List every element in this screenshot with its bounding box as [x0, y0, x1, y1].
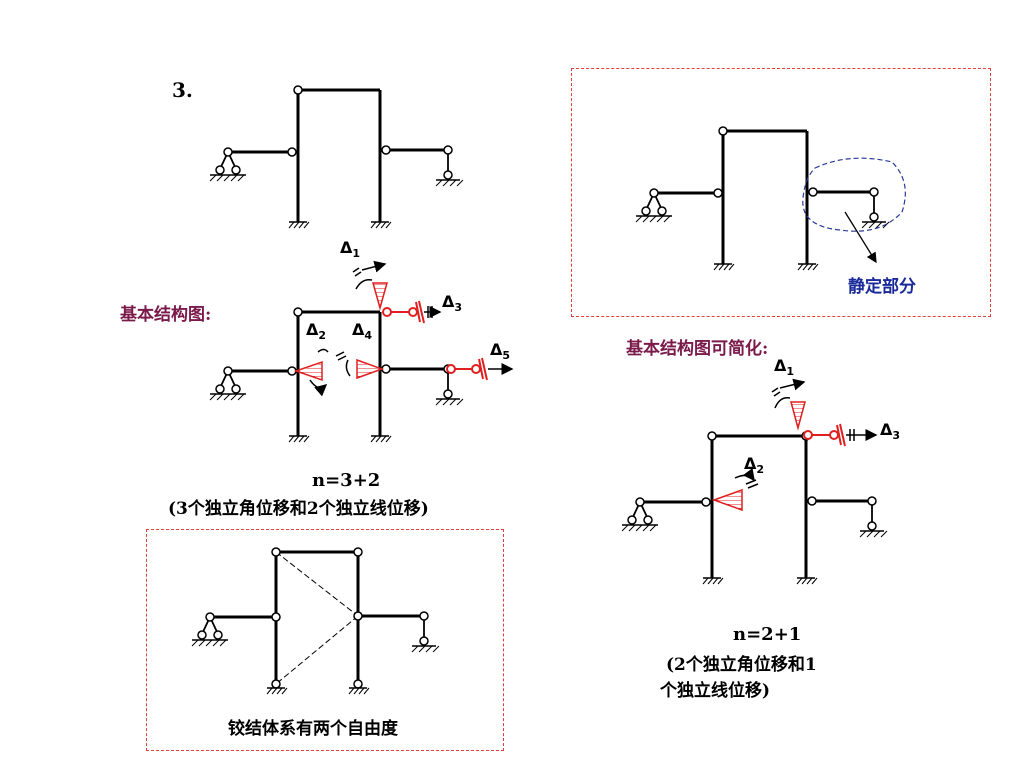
right-top-frame [656, 129, 874, 264]
hinged-frame [210, 550, 424, 684]
simplified-link-restraint-3 [803, 423, 846, 447]
link-restraint-5 [446, 357, 488, 381]
simplified-restraint-2 [711, 488, 743, 512]
hinged-diagonals [275, 551, 359, 685]
problem-number: 3. [172, 78, 193, 102]
delta-3-label: Δ3 [442, 292, 463, 315]
n-right-note-2: 个独立线位移) [660, 681, 771, 701]
simplified-delta-3-label: Δ3 [880, 420, 901, 443]
n-right-note-1: (2个独立角位移和1 [666, 655, 817, 675]
link-restraint-3 [382, 300, 425, 324]
delta-5-label: Δ5 [490, 340, 511, 363]
bottom-left-dashed-frame [146, 529, 504, 751]
n-right: n=2+1 [733, 624, 802, 645]
simplified-arrows [734, 378, 878, 489]
rotation-restraint-2 [293, 360, 323, 382]
basic-structure-label: 基本结构图: [120, 305, 212, 325]
determinate-arrow [844, 211, 877, 264]
delta-1-label: Δ1 [340, 238, 361, 261]
delta-4-label: Δ4 [352, 320, 373, 343]
basic-frame [230, 310, 448, 436]
delta-2-label: Δ2 [306, 320, 327, 343]
right-top-dashed-frame [571, 68, 991, 317]
rotation-restraint-4 [356, 358, 385, 380]
original-frame [230, 88, 448, 222]
n-left: n=3+2 [312, 470, 381, 491]
original-joints [287, 85, 391, 157]
simplified-delta-1-label: Δ1 [774, 356, 795, 379]
hinged-system-label: 铰结体系有两个自由度 [228, 719, 398, 739]
simplified-label: 基本结构图可简化: [626, 339, 769, 359]
basic-displacement-arrows [309, 260, 514, 397]
determinate-part-label: 静定部分 [848, 277, 916, 297]
rotation-restraint-1 [372, 282, 388, 311]
n-left-note: (3个独立角位移和2个独立线位移) [168, 499, 429, 519]
simplified-frame [642, 434, 872, 578]
simplified-delta-2-label: Δ2 [744, 454, 765, 477]
determinate-region-outline [802, 157, 906, 232]
simplified-restraint-1 [790, 401, 806, 431]
